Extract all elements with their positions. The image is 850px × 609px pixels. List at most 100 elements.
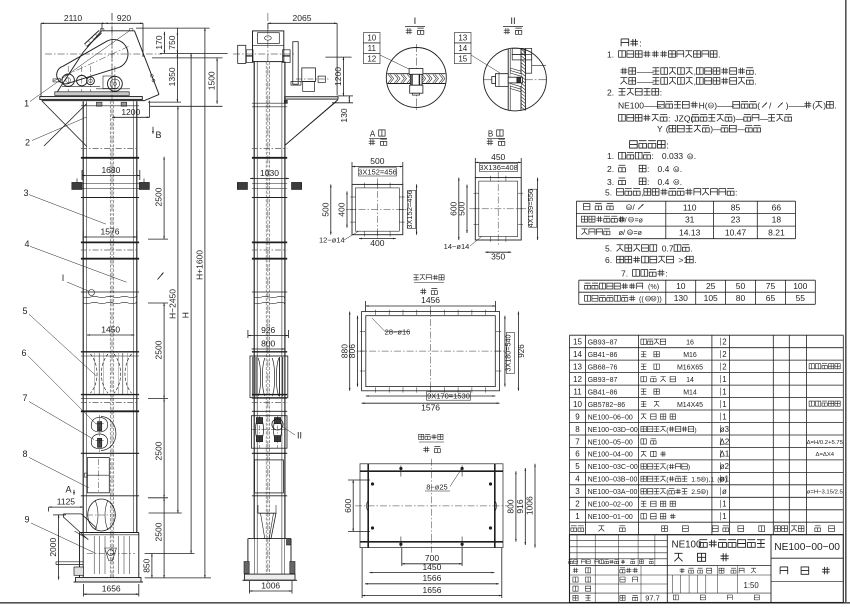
svg-text:0.7: 0.7 [662,244,674,254]
svg-text:.: . [694,151,696,161]
svg-text:=ø: =ø [635,217,644,224]
svg-text:8: 8 [22,449,27,459]
svg-text:(: ( [666,427,669,434]
svg-text::: : [651,151,653,161]
svg-text:I: I [62,273,65,283]
svg-text:GB5782−86: GB5782−86 [588,402,626,409]
svg-text:12: 12 [573,375,582,384]
svg-text:M: M [628,230,631,235]
svg-text:2500: 2500 [154,187,164,206]
svg-text:926: 926 [261,325,275,335]
svg-text:12−ø14: 12−ø14 [319,236,345,245]
svg-text:880: 880 [339,344,349,358]
svg-text:920: 920 [117,13,131,23]
svg-text:0.4: 0.4 [658,177,670,187]
svg-text:105: 105 [704,293,718,303]
svg-text:,: , [694,76,696,86]
svg-text:M: M [709,103,713,108]
svg-text:1125: 1125 [57,496,76,506]
svg-text:H−2450: H−2450 [168,289,178,319]
svg-text:ø=H−3.15/2.5: ø=H−3.15/2.5 [807,490,844,496]
svg-text:2110: 2110 [64,13,83,23]
svg-text:50: 50 [736,281,746,291]
svg-text:25: 25 [706,281,716,291]
svg-text:7: 7 [22,393,27,403]
svg-text:15: 15 [458,54,467,63]
svg-text:1: 1 [722,412,726,421]
svg-text:ø: ø [619,228,624,237]
svg-text:700: 700 [425,553,439,563]
svg-text:ø1: ø1 [720,475,729,484]
svg-text:B: B [155,130,161,140]
svg-text:1500: 1500 [207,71,217,90]
svg-text:9: 9 [575,412,580,421]
svg-text:1.5: 1.5 [691,477,701,484]
svg-text:55: 55 [796,293,806,303]
svg-text:1006: 1006 [261,580,280,590]
svg-text:14−ø14: 14−ø14 [444,242,470,251]
svg-text:7.: 7. [621,268,628,278]
svg-text:M14X45: M14X45 [677,402,703,409]
svg-text:GB93−87: GB93−87 [588,340,618,347]
svg-text:5: 5 [575,462,580,471]
svg-text:((: (( [639,294,644,303]
svg-text:3.: 3. [607,177,614,187]
svg-text:M: M [721,478,724,482]
svg-text:80: 80 [736,293,746,303]
svg-text:(: ( [812,100,815,110]
svg-text:1576: 1576 [421,402,440,412]
svg-text:NE100−03D−00: NE100−03D−00 [588,427,638,434]
svg-text:——: —— [637,76,655,86]
svg-text:0.4: 0.4 [658,164,670,174]
svg-text:—: — [737,124,746,134]
svg-text:M: M [702,490,705,494]
svg-text:M14: M14 [683,389,697,396]
svg-text:/: / [625,215,628,224]
svg-text:800: 800 [261,338,275,348]
svg-text:1: 1 [722,512,726,521]
svg-text:): ) [725,477,727,484]
svg-text:Y: Y [657,124,663,134]
svg-text:13: 13 [573,362,582,371]
svg-text:)): )) [657,294,662,303]
svg-text:130: 130 [339,108,349,122]
svg-text:4: 4 [24,239,29,249]
svg-text:H+1600: H+1600 [195,250,205,280]
svg-text::: : [668,113,670,123]
svg-text:(: ( [717,477,720,484]
svg-text:ø2: ø2 [720,462,729,471]
svg-text:750: 750 [167,35,177,49]
svg-text:1: 1 [722,400,726,409]
svg-text:): ) [706,489,708,496]
svg-text:7: 7 [575,437,580,446]
svg-text:2: 2 [722,338,726,347]
svg-text:450: 450 [491,152,505,162]
svg-text:M: M [689,154,693,159]
svg-text:1.: 1. [607,151,614,161]
svg-text:)——: )—— [714,100,734,110]
svg-text:8: 8 [575,425,580,434]
svg-text:>1: >1 [679,255,689,265]
svg-text:Δ1: Δ1 [720,450,730,459]
svg-text:806: 806 [347,344,357,358]
svg-text:1350: 1350 [167,67,177,86]
svg-text:350: 350 [491,251,505,261]
svg-text:A: A [370,129,376,138]
svg-text:M: M [675,167,679,172]
svg-text:170: 170 [154,35,164,49]
svg-text:2500: 2500 [154,522,164,541]
svg-text:2: 2 [722,362,726,371]
svg-text:18: 18 [772,215,782,225]
svg-text:GB41−86: GB41−86 [588,389,618,396]
svg-text:2065: 2065 [293,13,312,23]
svg-text:): ) [688,464,690,471]
svg-text:1.: 1. [607,50,614,60]
svg-text:1: 1 [24,99,29,109]
svg-text:3X180=540: 3X180=540 [504,335,513,372]
svg-text:)—: )— [710,124,722,134]
svg-text:10: 10 [676,281,686,291]
svg-text:500: 500 [320,202,330,216]
svg-text:2000: 2000 [48,537,58,556]
svg-text:1456: 1456 [421,295,440,305]
svg-text:1006: 1006 [525,496,535,515]
